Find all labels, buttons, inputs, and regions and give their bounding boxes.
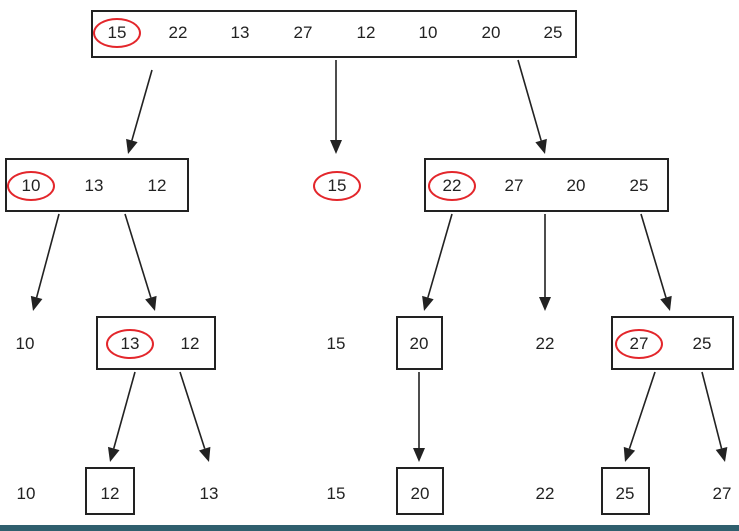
arrow-line: [124, 213, 152, 298]
partition-box: [85, 467, 135, 515]
arrow-head-icon: [145, 295, 157, 311]
arrow-line: [517, 59, 542, 141]
element-value: 20: [409, 334, 429, 353]
element-value: 22: [168, 23, 188, 42]
arrow-line: [179, 371, 206, 449]
element-value: 15: [326, 484, 346, 503]
element-value: 27: [712, 484, 732, 503]
element-value: 20: [410, 484, 430, 503]
element-value: 13: [199, 484, 219, 503]
element-value: 25: [692, 334, 712, 353]
element-value: 12: [147, 176, 167, 195]
element-value: 12: [100, 484, 120, 503]
pivot-value: 15: [107, 23, 127, 42]
element-value: 27: [293, 23, 313, 42]
element-value: 20: [481, 23, 501, 42]
pivot-value: 22: [442, 176, 462, 195]
arrow-head-icon: [413, 448, 425, 462]
element-value: 25: [629, 176, 649, 195]
element-value: 13: [230, 23, 250, 42]
element-value: 12: [356, 23, 376, 42]
arrow-line: [628, 371, 656, 449]
pivot-value: 15: [327, 176, 347, 195]
arrow-line: [35, 213, 60, 298]
element-value: 25: [543, 23, 563, 42]
partition-box: [424, 158, 669, 212]
arrow-head-icon: [126, 138, 138, 154]
partition-box: [5, 158, 189, 212]
arrow-head-icon: [535, 138, 547, 154]
partition-box: [396, 316, 443, 370]
arrow-head-icon: [30, 295, 43, 311]
arrow-head-icon: [198, 446, 211, 462]
pivot-circle: [428, 171, 476, 201]
element-value: 25: [615, 484, 635, 503]
arrow-line: [427, 213, 453, 298]
partition-box: [396, 467, 444, 515]
arrow-line: [131, 69, 153, 141]
element-value: 10: [15, 334, 35, 353]
arrow-head-icon: [422, 295, 434, 311]
arrow-head-icon: [539, 297, 551, 311]
arrow-head-icon: [660, 295, 672, 311]
element-value: 27: [504, 176, 524, 195]
arrow-head-icon: [107, 446, 120, 462]
pivot-value: 27: [629, 334, 649, 353]
pivot-circle: [106, 329, 154, 359]
element-value: 15: [326, 334, 346, 353]
element-value: 12: [180, 334, 200, 353]
element-value: 13: [84, 176, 104, 195]
partition-box: [96, 316, 216, 370]
partition-box: [601, 467, 650, 515]
arrow-head-icon: [623, 446, 636, 462]
arrow-head-icon: [715, 446, 728, 462]
partition-box: [91, 10, 577, 58]
pivot-circle: [7, 171, 55, 201]
arrow-head-icon: [330, 140, 342, 154]
pivot-circle: [615, 329, 663, 359]
pivot-circle: [313, 171, 361, 201]
element-value: 22: [535, 334, 555, 353]
pivot-value: 10: [21, 176, 41, 195]
element-value: 10: [418, 23, 438, 42]
element-value: 20: [566, 176, 586, 195]
element-value: 10: [16, 484, 36, 503]
pivot-value: 13: [120, 334, 140, 353]
pivot-circle: [93, 18, 141, 48]
element-value: 22: [535, 484, 555, 503]
arrow-line: [701, 371, 723, 449]
arrow-line: [640, 213, 667, 298]
bottom-bar: [0, 525, 739, 531]
arrow-line: [112, 371, 136, 449]
